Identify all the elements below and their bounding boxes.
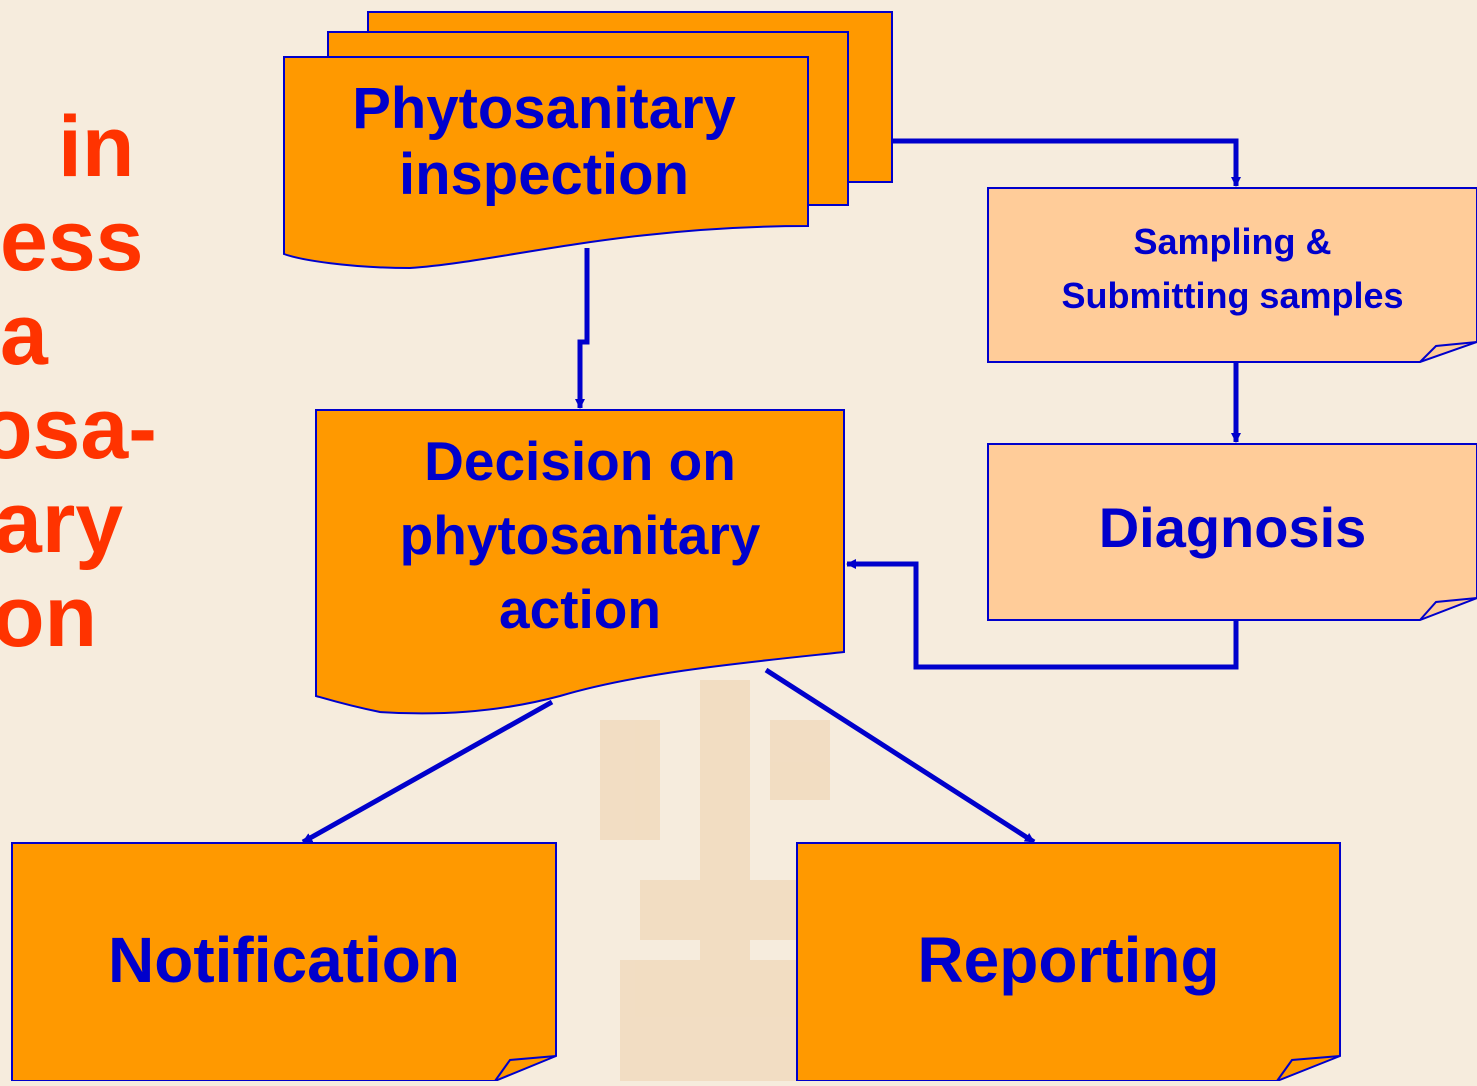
side-heading-line: osa-	[0, 381, 157, 477]
reporting-label-line: Reporting	[917, 924, 1220, 996]
decision-label-line: phytosanitary	[399, 504, 761, 566]
inspection-label-line: Phytosanitary	[352, 76, 736, 141]
sampling-label-line: Sampling &	[1133, 221, 1332, 262]
reporting-box	[796, 842, 1341, 1082]
watermark-plant	[600, 680, 830, 1081]
decision-label-line: Decision on	[424, 430, 736, 492]
side-heading: in ess a osa- ary on	[0, 100, 220, 664]
side-heading-line: a	[0, 287, 48, 383]
notification-label: Notification	[12, 915, 556, 1005]
notification-label-line: Notification	[108, 924, 460, 996]
decision-label: Decision on phytosanitary action	[316, 425, 844, 645]
decision-label-line: action	[499, 578, 661, 640]
inspection-document-stack	[283, 11, 893, 270]
inspection-label: Phytosanitary inspection	[284, 62, 804, 222]
notification-box	[11, 842, 557, 1082]
side-heading-line: ess	[0, 193, 144, 289]
side-heading-line: in	[58, 100, 135, 195]
arrow-diagnosis-to-decision	[846, 559, 1239, 670]
side-heading-line: ary	[0, 475, 124, 571]
diagnosis-label: Diagnosis	[988, 480, 1477, 576]
sampling-box	[987, 187, 1477, 363]
sampling-label-line: Submitting samples	[1061, 275, 1404, 316]
decision-box	[315, 409, 845, 715]
diagnosis-box	[987, 443, 1477, 621]
reporting-label: Reporting	[797, 915, 1340, 1005]
side-heading-line: on	[0, 569, 98, 664]
inspection-label-line: inspection	[398, 142, 690, 207]
arrow-inspection-to-decision	[575, 248, 590, 409]
arrow-decision-to-reporting	[764, 667, 1036, 845]
sampling-label: Sampling & Submitting samples	[988, 212, 1477, 326]
arrow-inspection-to-sampling	[892, 138, 1241, 187]
arrow-decision-to-notification	[301, 699, 554, 845]
connectors	[301, 138, 1241, 845]
diagnosis-label-line: Diagnosis	[1098, 496, 1367, 559]
